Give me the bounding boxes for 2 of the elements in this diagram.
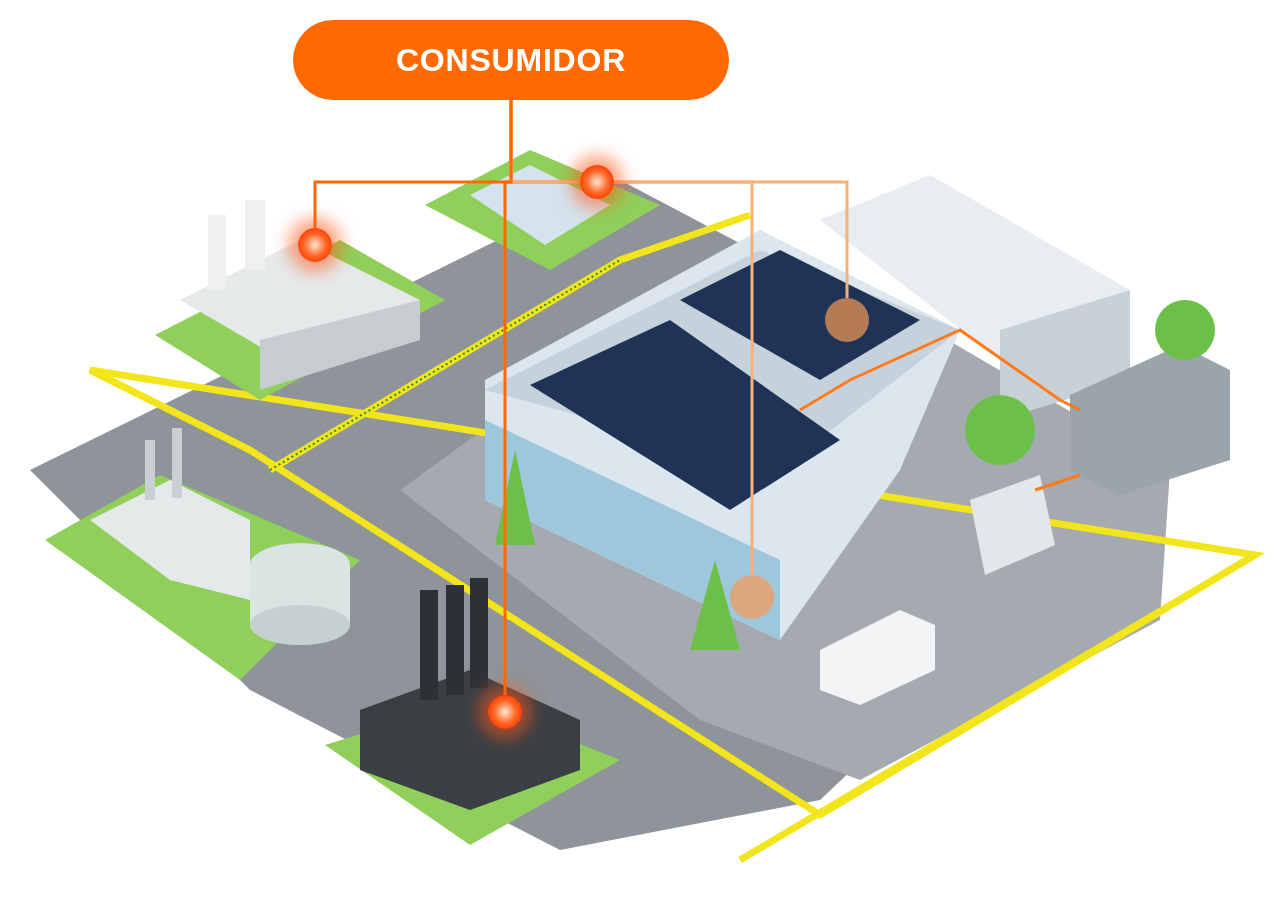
label-pill: CONSUMIDOR [293, 20, 729, 100]
leader-line [503, 100, 513, 695]
